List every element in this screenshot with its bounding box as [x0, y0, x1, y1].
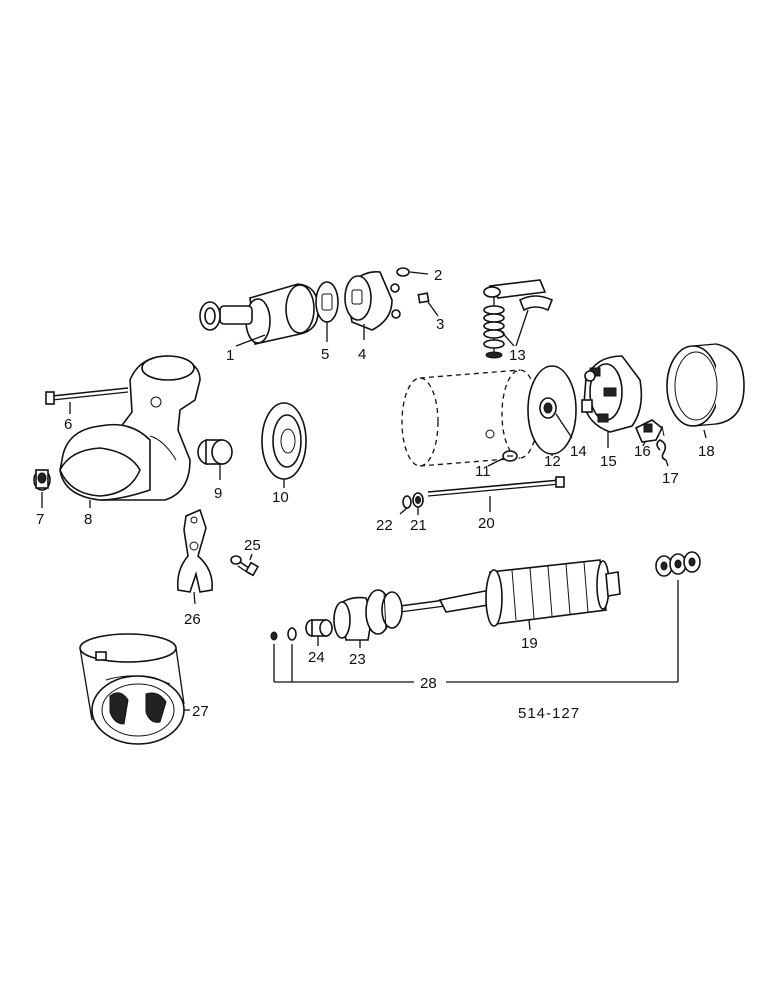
- callout-2: 2: [434, 267, 442, 284]
- nut: [396, 267, 429, 277]
- callout-11: 11: [475, 463, 491, 480]
- callout-9: 9: [214, 485, 222, 502]
- cover-band: [666, 343, 745, 439]
- field-frame-outline: [401, 369, 539, 467]
- intermediate-bearing-plate: [261, 402, 307, 488]
- solenoid-cover: [344, 271, 401, 340]
- drive-end-housing: [59, 355, 201, 508]
- through-bolt: [45, 387, 129, 414]
- callout-3: 3: [436, 316, 444, 333]
- callout-5: 5: [321, 346, 329, 363]
- callout-4: 4: [358, 346, 366, 363]
- callout-7: 7: [36, 511, 44, 528]
- washers: [399, 492, 424, 515]
- callout-28: 28: [420, 675, 437, 692]
- callout-labels: 1 2 3 4 5 6 7 8 9 10 11 12 13 14 15 16 1…: [36, 267, 715, 720]
- callout-25: 25: [244, 537, 261, 554]
- callout-10: 10: [272, 489, 289, 506]
- drive-bushing: [33, 469, 51, 508]
- callout-8: 8: [84, 511, 92, 528]
- callout-26: 26: [184, 611, 201, 628]
- callout-12: 12: [544, 453, 561, 470]
- stop-collar: [305, 619, 333, 646]
- brush-holder-plate: [581, 355, 643, 448]
- callout-1: 1: [226, 347, 234, 364]
- end-plate-bushing: [539, 397, 573, 439]
- callout-23: 23: [349, 651, 366, 668]
- callout-14: 14: [570, 443, 587, 460]
- callout-27: 27: [192, 703, 209, 720]
- drawing-reference-number: 514-127: [518, 705, 580, 722]
- field-coil-assembly: [79, 633, 190, 745]
- callout-15: 15: [600, 453, 617, 470]
- spacer-sleeve: [197, 439, 233, 480]
- callout-17: 17: [662, 470, 679, 487]
- armature: [399, 559, 621, 631]
- drive-pinion: [333, 589, 403, 648]
- thrust-washers-set: [270, 551, 701, 683]
- callout-6: 6: [64, 416, 72, 433]
- callout-21: 21: [410, 517, 427, 534]
- callout-16: 16: [634, 443, 651, 460]
- brush: [634, 419, 664, 447]
- callout-24: 24: [308, 649, 325, 666]
- square-nut: [417, 292, 439, 317]
- brush-spring: [656, 425, 669, 467]
- frame-screw: [487, 450, 518, 467]
- callout-22: 22: [376, 517, 393, 534]
- callout-18: 18: [698, 443, 715, 460]
- gasket: [315, 281, 339, 342]
- terminal-stud-assembly: [483, 279, 554, 359]
- callout-13: 13: [509, 347, 526, 364]
- solenoid-assembly: [199, 283, 319, 347]
- callout-19: 19: [521, 635, 538, 652]
- callout-20: 20: [478, 515, 495, 532]
- pivot-screw: [230, 553, 260, 577]
- shift-lever: [176, 508, 214, 605]
- long-through-bolt: [427, 476, 565, 512]
